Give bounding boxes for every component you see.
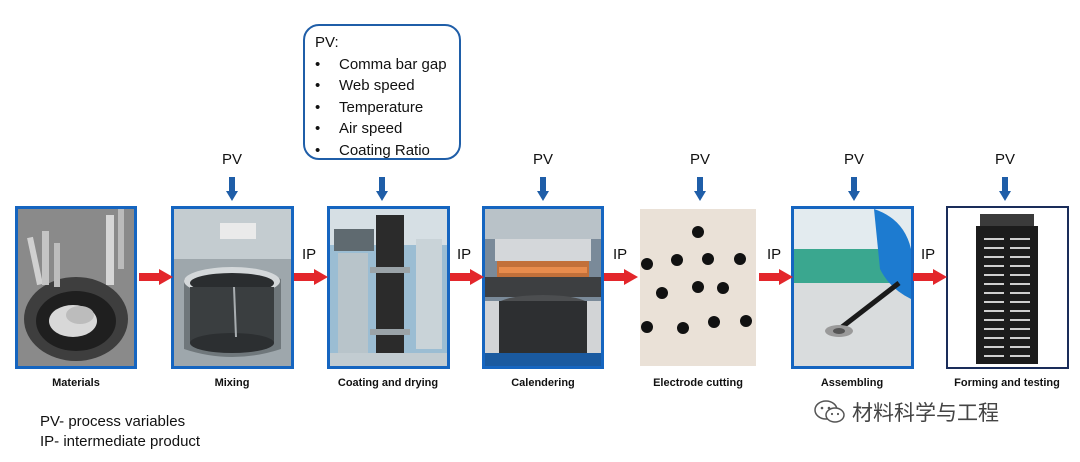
pv-item: Temperature <box>315 97 449 119</box>
mixing-photo <box>171 206 294 369</box>
down-arrow-icon <box>694 177 706 201</box>
right-arrow-icon <box>913 269 947 285</box>
ip-label: IP <box>302 246 317 263</box>
pv-box-title: PV: <box>315 34 339 51</box>
calendering-photo <box>482 206 604 369</box>
right-arrow-icon <box>294 269 328 285</box>
step-label-electrode-cutting: Electrode cutting <box>653 377 743 389</box>
assembling-photo <box>791 206 914 369</box>
step-label-forming-testing: Forming and testing <box>954 377 1060 389</box>
legend: PV- process variables IP- intermediate p… <box>40 412 200 452</box>
pv-item: Coating Ratio <box>315 140 449 162</box>
pv-label-mixing: PV <box>221 151 242 168</box>
right-arrow-icon <box>604 269 638 285</box>
process-variables-box: PV: Comma bar gap Web speed Temperature … <box>303 24 461 160</box>
step-label-assembling: Assembling <box>820 377 884 389</box>
down-arrow-icon <box>376 177 388 201</box>
pv-label-electrode-cutting: PV <box>689 151 710 168</box>
step-label-materials: Materials <box>52 377 100 389</box>
ip-label: IP <box>457 246 472 263</box>
legend-ip: IP- intermediate product <box>40 433 201 450</box>
pv-box-list: Comma bar gap Web speed Temperature Air … <box>315 54 449 162</box>
right-arrow-icon <box>450 269 484 285</box>
step-label-coating-drying: Coating and drying <box>337 377 439 389</box>
forming-testing-photo <box>946 206 1069 369</box>
down-arrow-icon <box>226 177 238 201</box>
watermark-text: 材料科学与工程 <box>852 402 999 425</box>
pv-item: Web speed <box>315 75 449 97</box>
down-arrow-icon <box>848 177 860 201</box>
pv-label-forming: PV <box>994 151 1015 168</box>
down-arrow-icon <box>999 177 1011 201</box>
down-arrow-icon <box>537 177 549 201</box>
legend-pv: PV- process variables <box>40 413 186 430</box>
ip-label: IP <box>767 246 782 263</box>
pv-item: Comma bar gap <box>315 54 449 76</box>
materials-photo <box>15 206 137 369</box>
electrode-cutting-photo <box>637 206 759 369</box>
pv-item: Air speed <box>315 118 449 140</box>
ip-label: IP <box>921 246 936 263</box>
step-label-calendering: Calendering <box>511 377 575 389</box>
right-arrow-icon <box>139 269 173 285</box>
right-arrow-icon <box>759 269 793 285</box>
ip-label: IP <box>613 246 628 263</box>
coating-drying-photo <box>327 206 450 369</box>
wechat-icon <box>814 400 845 423</box>
watermark: 材料科学与工程 <box>814 399 999 425</box>
pv-label-assembling: PV <box>843 151 864 168</box>
step-label-mixing: Mixing <box>214 377 250 389</box>
pv-label-calendering: PV <box>532 151 553 168</box>
